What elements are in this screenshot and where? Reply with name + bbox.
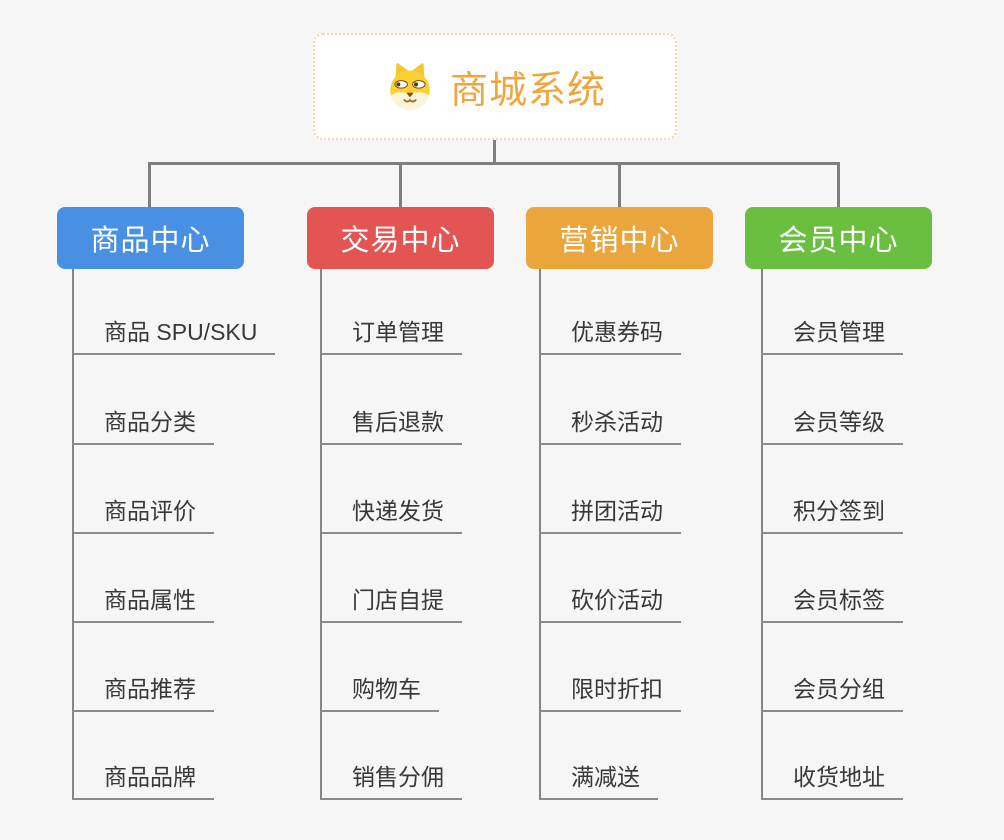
branch-trunk-line	[761, 269, 763, 800]
child-node[interactable]: 商品分类	[72, 401, 214, 445]
child-node[interactable]: 秒杀活动	[539, 401, 681, 445]
connector-branch-stem	[399, 162, 402, 208]
child-node-label: 商品属性	[104, 587, 196, 613]
branch-trunk-line	[539, 269, 541, 800]
child-node-label: 商品品牌	[104, 764, 196, 790]
child-node[interactable]: 商品品牌	[72, 756, 214, 800]
branch-children-trade-center: 订单管理 售后退款 快递发货 门店自提 购物车 销售分佣	[320, 269, 570, 800]
connector-branch-stem	[618, 162, 621, 208]
child-node-label: 销售分佣	[352, 764, 444, 790]
child-node-label: 秒杀活动	[571, 409, 663, 435]
branch-trunk-line	[320, 269, 322, 800]
child-node[interactable]: 满减送	[539, 756, 658, 800]
child-node[interactable]: 商品属性	[72, 579, 214, 623]
branch-children-marketing-center: 优惠券码 秒杀活动 拼团活动 砍价活动 限时折扣 满减送	[539, 269, 789, 800]
child-node-label: 积分签到	[793, 498, 885, 524]
branch-header-member-center[interactable]: 会员中心	[745, 207, 932, 269]
child-node-label: 快递发货	[352, 498, 444, 524]
child-node[interactable]: 积分签到	[761, 490, 903, 534]
child-node-label: 门店自提	[352, 587, 444, 613]
child-node[interactable]: 会员分组	[761, 668, 903, 712]
connector-branch-stem	[837, 162, 840, 208]
child-node[interactable]: 售后退款	[320, 401, 462, 445]
child-node-label: 会员分组	[793, 676, 885, 702]
branch-header-marketing-center[interactable]: 营销中心	[526, 207, 713, 269]
branch-header-label: 营销中心	[559, 225, 680, 257]
child-node-label: 订单管理	[352, 319, 444, 345]
child-node[interactable]: 门店自提	[320, 579, 462, 623]
child-node-label: 会员标签	[793, 587, 885, 613]
child-node[interactable]: 砍价活动	[539, 579, 681, 623]
dog-face-icon	[390, 62, 430, 110]
child-node[interactable]: 会员标签	[761, 579, 903, 623]
child-node-label: 会员等级	[793, 409, 885, 435]
child-node[interactable]: 订单管理	[320, 311, 462, 355]
connector-horizontal-bus	[148, 162, 840, 165]
branch-trunk-line	[72, 269, 74, 800]
child-node-label: 满减送	[571, 764, 640, 790]
child-node-label: 商品评价	[104, 498, 196, 524]
connector-root-stem	[493, 140, 496, 165]
child-node-label: 会员管理	[793, 319, 885, 345]
branch-header-label: 交易中心	[340, 225, 461, 257]
child-node[interactable]: 商品推荐	[72, 668, 214, 712]
child-node[interactable]: 会员等级	[761, 401, 903, 445]
child-node[interactable]: 商品 SPU/SKU	[72, 311, 276, 355]
child-node[interactable]: 销售分佣	[320, 756, 462, 800]
child-node-label: 收货地址	[793, 764, 885, 790]
child-node-label: 限时折扣	[571, 676, 663, 702]
child-node-label: 商品推荐	[104, 676, 196, 702]
child-node[interactable]: 购物车	[320, 668, 439, 712]
child-node[interactable]: 收货地址	[761, 756, 903, 800]
branch-header-trade-center[interactable]: 交易中心	[307, 207, 494, 269]
child-node[interactable]: 限时折扣	[539, 668, 681, 712]
child-node-label: 售后退款	[352, 409, 444, 435]
child-node-label: 拼团活动	[571, 498, 663, 524]
child-node[interactable]: 会员管理	[761, 311, 903, 355]
child-node-label: 商品 SPU/SKU	[104, 319, 258, 345]
branch-header-product-center[interactable]: 商品中心	[57, 207, 244, 269]
child-node[interactable]: 优惠券码	[539, 311, 681, 355]
child-node-label: 商品分类	[104, 409, 196, 435]
root-node[interactable]: 商城系统	[313, 33, 677, 140]
child-node[interactable]: 拼团活动	[539, 490, 681, 534]
child-node[interactable]: 商品评价	[72, 490, 214, 534]
branch-children-member-center: 会员管理 会员等级 积分签到 会员标签 会员分组 收货地址	[761, 269, 1004, 800]
child-node-label: 优惠券码	[571, 319, 663, 345]
root-node-label: 商城系统	[449, 70, 606, 112]
branch-header-label: 商品中心	[90, 225, 211, 257]
child-node-label: 购物车	[352, 676, 421, 702]
child-node-label: 砍价活动	[571, 587, 663, 613]
branch-children-product-center: 商品 SPU/SKU 商品分类 商品评价 商品属性 商品推荐 商品品牌	[72, 269, 322, 800]
branch-header-label: 会员中心	[778, 225, 899, 257]
connector-branch-stem	[148, 162, 151, 208]
child-node[interactable]: 快递发货	[320, 490, 462, 534]
